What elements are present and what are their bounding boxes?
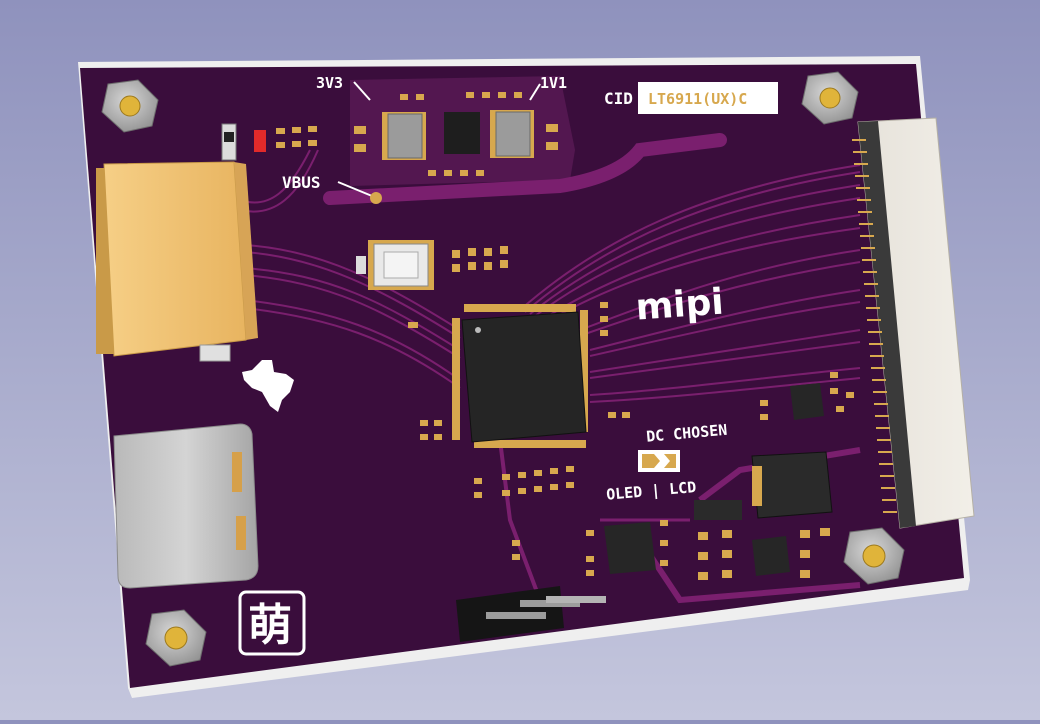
mipi-diff-pairs [519,164,861,403]
inductor-1v1 [490,110,534,158]
dc-chosen-jumper [638,450,680,472]
usb-c-connector [113,423,259,589]
regulator-ic-bottom [752,536,790,576]
label-vbus-leader [337,181,373,197]
power-inductor-bottom [751,451,833,519]
pin-header [456,586,606,642]
vbus-trace [323,133,727,205]
texas-map-icon [242,360,294,412]
cid-value-box [638,82,778,114]
regulator-ic-right [790,383,824,420]
mount-hole-top-left [101,79,159,133]
driver-ic-bottom [604,522,656,574]
main-ic-lt6911 [452,304,588,448]
label-vbus: VBUS [282,173,321,192]
label-1v1: 1V1 [540,74,567,92]
label-3v3: 3V3 [316,74,343,92]
inductor-3v3 [382,112,426,160]
mount-hole-top-right [801,71,859,125]
meng-glyph: 萌 [248,600,292,651]
mipi-logo: mipi [634,282,725,329]
label-cid: CID [604,89,633,108]
ffc-connector [852,117,975,529]
ffc-pins [852,139,897,513]
mount-hole-bottom-left [145,609,207,667]
regulator-ic-top [444,112,480,154]
meng-logo [238,590,306,656]
cid-value: LT6911(UX)C [648,90,747,108]
crystal-oscillator [368,240,434,290]
label-3v3-leader [353,81,371,101]
diode-bottom [694,500,742,520]
usb-traces [239,149,461,389]
label-1v1-leader [529,83,541,101]
mount-hole-bottom-right [843,527,905,585]
vbus-test-point [370,192,382,204]
usb-a-connector [96,161,258,362]
smd-passives [221,92,854,580]
